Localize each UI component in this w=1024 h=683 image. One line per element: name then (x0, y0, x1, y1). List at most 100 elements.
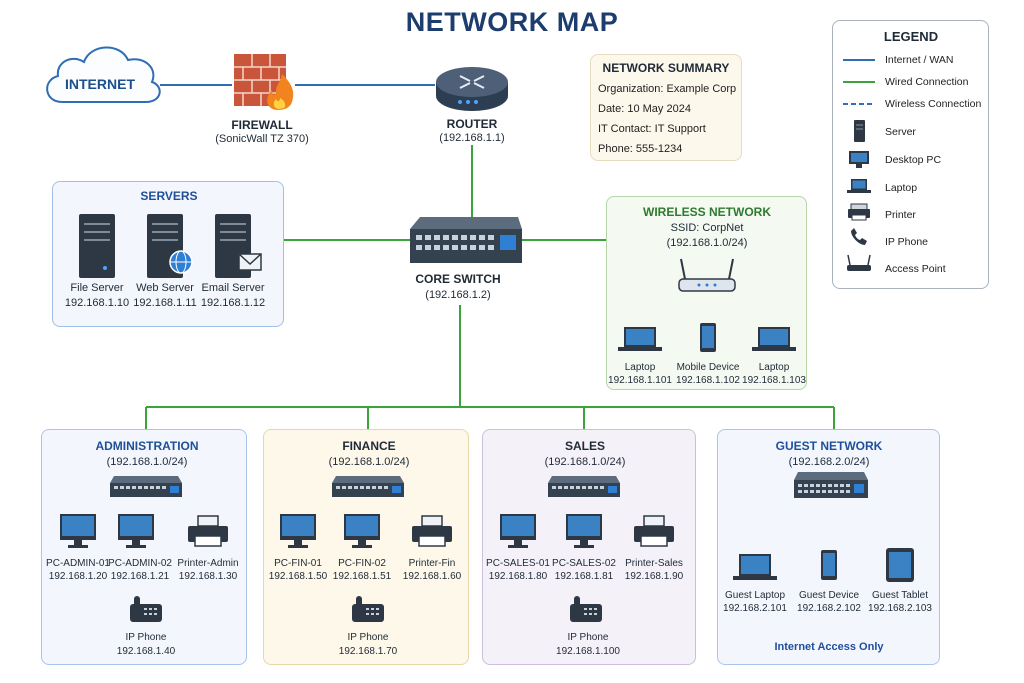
legend-panel: LEGEND Internet / WAN Wired Connection W… (832, 20, 989, 289)
device-name: PC-SALES-02 (552, 558, 616, 569)
access-point-icon (678, 258, 736, 292)
device-name: Printer-Admin (177, 558, 239, 569)
server-ip: 192.168.1.12 (200, 297, 266, 309)
wireless-device-ip: 192.168.1.103 (742, 375, 806, 386)
guest-device-name: Guest Laptop (724, 590, 786, 601)
device-ip: 192.168.1.90 (624, 571, 684, 582)
firewall-label: FIREWALL (231, 118, 293, 132)
device-name: PC-FIN-01 (274, 558, 322, 569)
server-ip: 192.168.1.11 (133, 297, 197, 309)
legend-item-label: Server (885, 126, 916, 138)
device-ip: 192.168.1.21 (110, 571, 170, 582)
wireless-subnet: (192.168.1.0/24) (666, 237, 748, 249)
device-name: PC-ADMIN-01 (46, 558, 110, 569)
mobile-device-icon (821, 550, 837, 580)
phone-ip: 192.168.1.40 (116, 646, 176, 657)
summary-phone: Phone: 555-1234 (598, 143, 683, 155)
device-ip: 192.168.1.80 (488, 571, 548, 582)
wireless-device-icons (618, 258, 796, 352)
server-icons (79, 214, 262, 278)
device-ip: 192.168.1.20 (48, 571, 108, 582)
server-icon (854, 120, 865, 142)
wireless-network-panel: WIRELESS NETWORK SSID: CorpNet (192.168.… (606, 196, 807, 390)
device-name: Printer-Sales (625, 558, 683, 569)
globe-icon (169, 250, 193, 274)
guest-subnet: (192.168.2.0/24) (788, 456, 870, 468)
legend-item-label: Access Point (885, 263, 946, 275)
guest-device-ip: 192.168.2.103 (868, 603, 932, 614)
department-subnet: (192.168.1.0/24) (106, 456, 188, 468)
department-title: SALES (564, 439, 606, 453)
phone-name: IP Phone (567, 632, 609, 643)
phone-ip: 192.168.1.70 (338, 646, 398, 657)
guest-device-icons (733, 472, 914, 582)
department-title: ADMINISTRATION (95, 439, 199, 453)
guest-network-panel: GUEST NETWORK (192.168.2.0/24) Guest Lap… (717, 429, 940, 665)
device-ip: 192.168.1.50 (268, 571, 328, 582)
phone-icon (851, 228, 867, 245)
legend-item-label: IP Phone (885, 236, 929, 248)
legend-item-label: Printer (885, 209, 916, 221)
legend-item-label: Wired Connection (885, 76, 969, 88)
access-point-icon (847, 254, 871, 271)
legend-item-label: Laptop (885, 182, 918, 194)
laptop-icon (618, 327, 662, 351)
page-title: NETWORK MAP (405, 7, 619, 37)
router-label: ROUTER (446, 117, 498, 131)
device-ip: 192.168.1.30 (178, 571, 238, 582)
legend-item-label: Desktop PC (885, 154, 942, 166)
phone-name: IP Phone (125, 632, 167, 643)
phone-name: IP Phone (347, 632, 389, 643)
switch-icon (794, 472, 868, 498)
wireless-device-ip: 192.168.1.101 (608, 375, 672, 386)
wireless-ssid: SSID: CorpNet (670, 222, 744, 234)
switch-icon (410, 217, 522, 263)
servers-title: SERVERS (140, 189, 198, 203)
department-panel-administration: ADMINISTRATION (192.168.1.0/24) (41, 429, 247, 665)
server-name: Web Server (136, 282, 194, 294)
device-ip: 192.168.1.81 (554, 571, 614, 582)
department-subnet: (192.168.1.0/24) (328, 456, 410, 468)
wireless-device-name: Mobile Device (676, 362, 740, 373)
tablet-icon (886, 548, 914, 582)
department-title: FINANCE (342, 439, 396, 453)
laptop-icon (847, 179, 871, 193)
server-name: File Server (70, 282, 124, 294)
core-switch-label: CORE SWITCH (415, 272, 501, 286)
wireless-device-ip: 192.168.1.102 (676, 375, 740, 386)
device-ip: 192.168.1.51 (332, 571, 392, 582)
guest-title: GUEST NETWORK (775, 439, 883, 453)
legend-item-label: Wireless Connection (885, 98, 982, 110)
router-icon (436, 67, 508, 111)
laptop-icon (752, 327, 796, 351)
legend-title: LEGEND (883, 29, 939, 44)
server-icon (79, 214, 115, 278)
network-summary-panel: NETWORK SUMMARY Organization: Example Co… (590, 54, 742, 161)
device-name: Printer-Fin (408, 558, 456, 569)
summary-date: Date: 10 May 2024 (598, 103, 691, 115)
legend-symbols (843, 59, 875, 271)
servers-panel: SERVERS (52, 181, 284, 327)
legend-item-label: Internet / WAN (885, 54, 954, 66)
internet-label: INTERNET (65, 76, 135, 92)
core-switch-ip: (192.168.1.2) (425, 289, 491, 301)
department-panel-finance: FINANCE (192.168.1.0/24) (263, 429, 469, 665)
router-ip: (192.168.1.1) (439, 132, 505, 144)
server-name: Email Server (201, 282, 265, 294)
wireless-title: WIRELESS NETWORK (643, 205, 771, 219)
phone-ip: 192.168.1.100 (556, 646, 620, 657)
wireless-device-name: Laptop (758, 362, 790, 373)
printer-icon (848, 203, 870, 221)
server-ip: 192.168.1.10 (64, 297, 130, 309)
department-panel-sales: SALES (192.168.1.0/24) (482, 429, 696, 665)
laptop-icon (733, 554, 777, 580)
summary-organization: Organization: Example Corp (598, 83, 737, 95)
firewall-model: (SonicWall TZ 370) (215, 133, 309, 145)
guest-device-ip: 192.168.2.101 (723, 603, 787, 614)
device-name: PC-ADMIN-02 (108, 558, 172, 569)
guest-device-name: Guest Device (798, 590, 860, 601)
cloud-icon (46, 46, 161, 103)
summary-title: NETWORK SUMMARY (602, 61, 730, 75)
guest-device-ip: 192.168.2.102 (797, 603, 861, 614)
